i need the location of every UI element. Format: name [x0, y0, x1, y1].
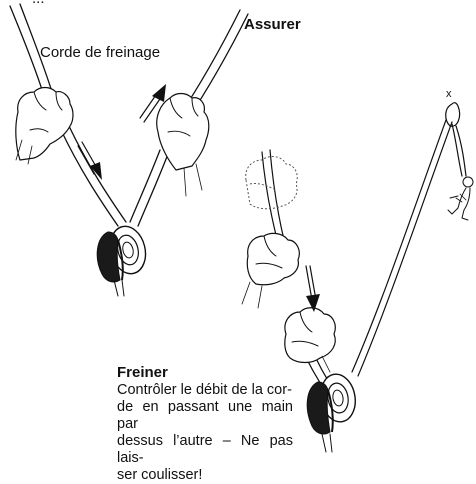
assurer-figure — [9, 3, 249, 297]
brake-rope-lower — [59, 127, 119, 227]
climber-rope-lower — [129, 149, 161, 223]
anchor — [445, 102, 461, 127]
upper-brake-hand — [246, 232, 300, 286]
corde-freinage-label: Corde de freinage — [40, 44, 161, 61]
brake-rope-left-inner — [19, 3, 53, 93]
arrow-up-right — [139, 84, 166, 123]
freiner-line-3: dessus l’autre – Ne pas lais- — [117, 433, 293, 466]
assurer-heading: Assurer — [244, 16, 301, 33]
anchor-x-mark: x — [446, 88, 452, 100]
freiner-heading: Freiner — [117, 364, 168, 381]
freiner-line-2: de en passant une main par — [117, 399, 293, 432]
carabiner-left — [96, 231, 121, 283]
freiner-figure — [241, 102, 474, 453]
brake-rope-lower-2 — [67, 123, 127, 223]
arrow-down-right — [305, 265, 320, 312]
rope-to-climber — [451, 123, 463, 177]
belay-device-right — [306, 373, 356, 435]
freiner-description: Contrôler le débit de la cor- de en pass… — [117, 382, 293, 484]
belay-device-left — [96, 225, 147, 283]
left-hand — [15, 86, 74, 161]
top-cut-text: ... — [32, 0, 45, 7]
small-climber — [447, 176, 474, 221]
illustration — [9, 3, 474, 453]
climber-rope-lower-2 — [137, 153, 169, 227]
carabiner-right — [306, 381, 331, 435]
rope-anchor-to-device — [357, 121, 453, 377]
freiner-line-1: Contrôler le débit de la cor- — [117, 382, 292, 398]
arrow-down-left — [77, 141, 102, 180]
brake-rope-left — [9, 5, 45, 97]
right-hand — [156, 92, 210, 171]
lower-brake-hand — [284, 307, 336, 364]
belay-technique-diagram: ... Assurer Corde de freinage x Freiner … — [9, 0, 474, 483]
freiner-line-4: ser coulisser! — [117, 467, 203, 483]
